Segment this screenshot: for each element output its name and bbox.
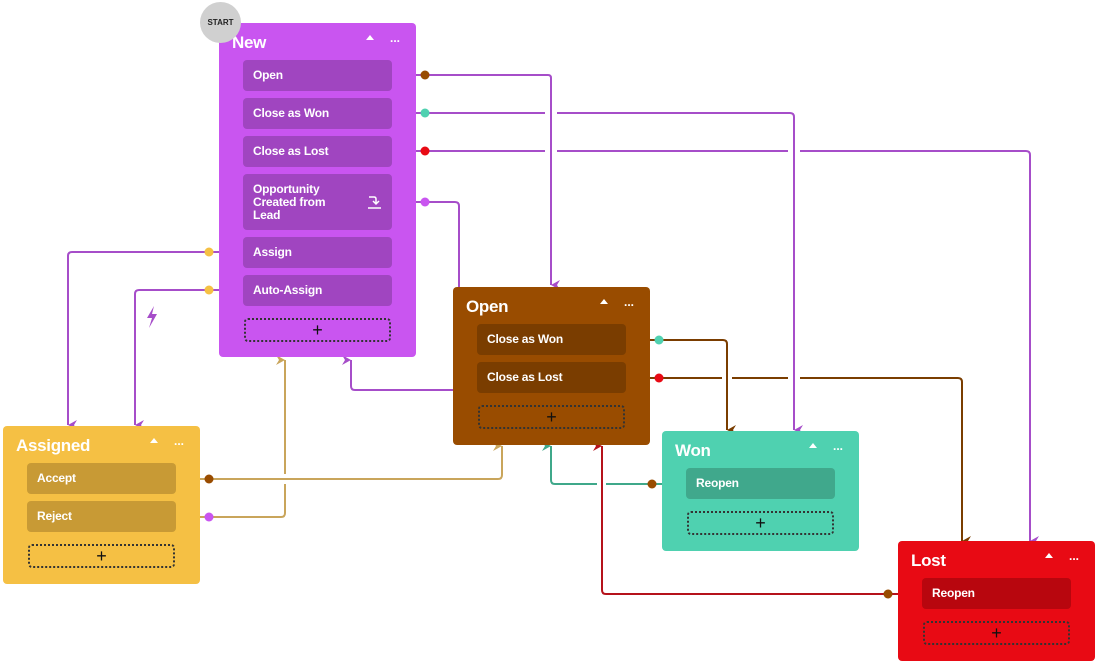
action-close-as-won[interactable]: Close as Won — [477, 324, 626, 355]
port-dot — [204, 285, 214, 295]
add-action-button[interactable]: + — [923, 621, 1070, 645]
action-reopen[interactable]: Reopen — [686, 468, 835, 499]
action-assign[interactable]: Assign — [243, 237, 392, 268]
state-lost[interactable]: Lost ... Reopen + — [898, 541, 1095, 661]
port-dot — [204, 474, 214, 484]
port-dot — [204, 247, 214, 257]
state-title: New — [232, 33, 267, 52]
caret-up-icon[interactable] — [1045, 553, 1053, 558]
state-assigned[interactable]: Assigned ... Accept Reject + — [3, 426, 200, 584]
action-label: Opportunity Created from Lead — [253, 181, 326, 222]
port-dot — [420, 108, 430, 118]
start-badge: START — [200, 2, 241, 43]
wire-assigned-accept — [175, 441, 503, 480]
action-close-as-won[interactable]: Close as Won — [243, 98, 392, 129]
wire-new-assign — [67, 251, 243, 430]
action-opportunity-created[interactable]: Opportunity Created from Lead — [243, 174, 392, 230]
state-open[interactable]: Open ... Close as Won Close as Lost + — [453, 287, 650, 445]
state-title: Open — [466, 297, 509, 316]
add-action-button[interactable]: + — [244, 318, 391, 342]
caret-up-icon[interactable] — [150, 438, 158, 443]
port-dot — [420, 146, 430, 156]
add-action-button[interactable]: + — [687, 511, 834, 535]
state-won[interactable]: Won ... Reopen + — [662, 431, 859, 551]
ellipsis-icon[interactable]: ... — [174, 434, 185, 448]
add-action-button[interactable]: + — [478, 405, 625, 429]
port-dot — [420, 70, 430, 80]
port-dot — [647, 479, 657, 489]
caret-up-icon[interactable] — [366, 35, 374, 40]
lightning-icon — [147, 306, 157, 328]
ellipsis-icon[interactable]: ... — [1069, 549, 1080, 563]
action-close-as-lost[interactable]: Close as Lost — [243, 136, 392, 167]
ellipsis-icon[interactable]: ... — [624, 295, 635, 309]
port-dot — [420, 197, 430, 207]
action-auto-assign[interactable]: Auto-Assign — [243, 275, 392, 306]
state-title: Lost — [911, 551, 946, 570]
state-title: Assigned — [16, 436, 91, 455]
port-dot — [654, 373, 664, 383]
caret-up-icon[interactable] — [809, 443, 817, 448]
lead-import-icon — [368, 196, 381, 209]
action-reject[interactable]: Reject — [27, 501, 176, 532]
state-title: Won — [675, 441, 711, 460]
action-reopen[interactable]: Reopen — [922, 578, 1071, 609]
action-open[interactable]: Open — [243, 60, 392, 91]
state-new[interactable]: New ... Open Close as Won Close as Lost … — [219, 23, 416, 357]
port-dot — [654, 335, 664, 345]
action-close-as-lost[interactable]: Close as Lost — [477, 362, 626, 393]
add-action-button[interactable]: + — [28, 544, 175, 568]
port-dot — [204, 512, 214, 522]
ellipsis-icon[interactable]: ... — [390, 31, 401, 45]
port-dot — [883, 589, 893, 599]
action-accept[interactable]: Accept — [27, 463, 176, 494]
ellipsis-icon[interactable]: ... — [833, 439, 844, 453]
caret-up-icon[interactable] — [600, 299, 608, 304]
